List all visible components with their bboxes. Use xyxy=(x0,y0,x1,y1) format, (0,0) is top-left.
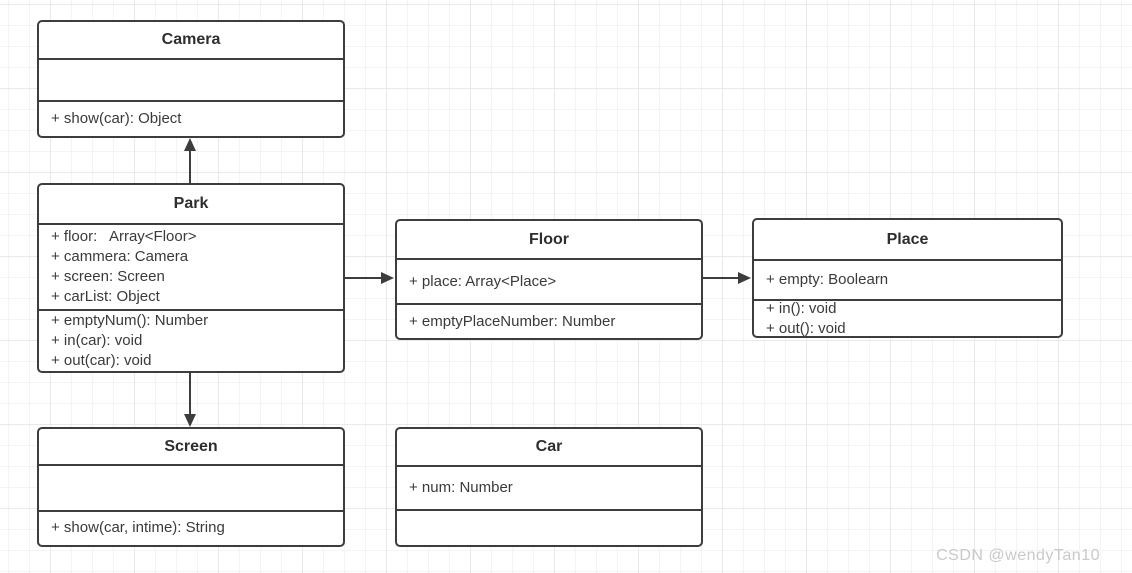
attribute-item: + num: Number xyxy=(409,479,513,496)
attribute-item: + place: Array<Place> xyxy=(409,272,557,290)
method-item: + out(car): void xyxy=(51,352,152,369)
class-title-place: Place xyxy=(754,220,1061,261)
class-box-screen[interactable]: Screen + show(car, intime): String xyxy=(37,427,345,547)
methods-section-car xyxy=(397,509,701,545)
method-item: + show(car, intime): String xyxy=(51,518,225,536)
arrowhead-right-icon xyxy=(381,272,394,284)
methods-section-camera: + show(car): Object xyxy=(39,100,343,136)
class-box-place[interactable]: Place + empty: Boolearn + in(): void + o… xyxy=(752,218,1063,338)
csdn-watermark: CSDN @wendyTan10 xyxy=(936,547,1100,564)
methods-section-screen: + show(car, intime): String xyxy=(39,510,343,543)
class-box-floor[interactable]: Floor + place: Array<Place> + emptyPlace… xyxy=(395,219,703,340)
attribute-item: + carList: Object xyxy=(51,288,160,305)
class-title-car: Car xyxy=(397,429,701,467)
class-box-camera[interactable]: Camera + show(car): Object xyxy=(37,20,345,138)
class-box-car[interactable]: Car + num: Number xyxy=(395,427,703,547)
attribute-item: + cammera: Camera xyxy=(51,248,189,265)
method-item: + in(): void xyxy=(766,299,837,317)
methods-section-place: + in(): void + out(): void xyxy=(754,299,1061,337)
method-item: + out(): void xyxy=(766,319,846,337)
method-item: + emptyPlaceNumber: Number xyxy=(409,312,616,330)
methods-section-park: + emptyNum(): Number + in(car): void + o… xyxy=(39,309,343,371)
attribute-item: + floor: Array<Floor> xyxy=(51,228,197,245)
class-title-camera: Camera xyxy=(39,22,343,60)
connector-line xyxy=(189,373,191,415)
class-title-park: Park xyxy=(39,185,343,225)
arrowhead-up-icon xyxy=(184,138,196,151)
method-item: + show(car): Object xyxy=(51,110,182,127)
method-item: + in(car): void xyxy=(51,332,143,349)
attributes-section-screen xyxy=(39,466,343,510)
connector-line xyxy=(189,149,191,183)
connector-line xyxy=(703,277,740,279)
attribute-item: + empty: Boolearn xyxy=(766,271,889,288)
class-title-floor: Floor xyxy=(397,221,701,260)
method-item: + emptyNum(): Number xyxy=(51,312,209,329)
attributes-section-place: + empty: Boolearn xyxy=(754,261,1061,299)
connector-line xyxy=(345,277,383,279)
class-title-screen: Screen xyxy=(39,429,343,466)
class-box-park[interactable]: Park + floor: Array<Floor> + cammera: Ca… xyxy=(37,183,345,373)
attributes-section-floor: + place: Array<Place> xyxy=(397,260,701,303)
attributes-section-park: + floor: Array<Floor> + cammera: Camera … xyxy=(39,225,343,309)
attributes-section-camera xyxy=(39,60,343,100)
arrowhead-down-icon xyxy=(184,414,196,427)
arrowhead-right-icon xyxy=(738,272,751,284)
attribute-item: + screen: Screen xyxy=(51,268,165,285)
attributes-section-car: + num: Number xyxy=(397,467,701,509)
methods-section-floor: + emptyPlaceNumber: Number xyxy=(397,303,701,338)
